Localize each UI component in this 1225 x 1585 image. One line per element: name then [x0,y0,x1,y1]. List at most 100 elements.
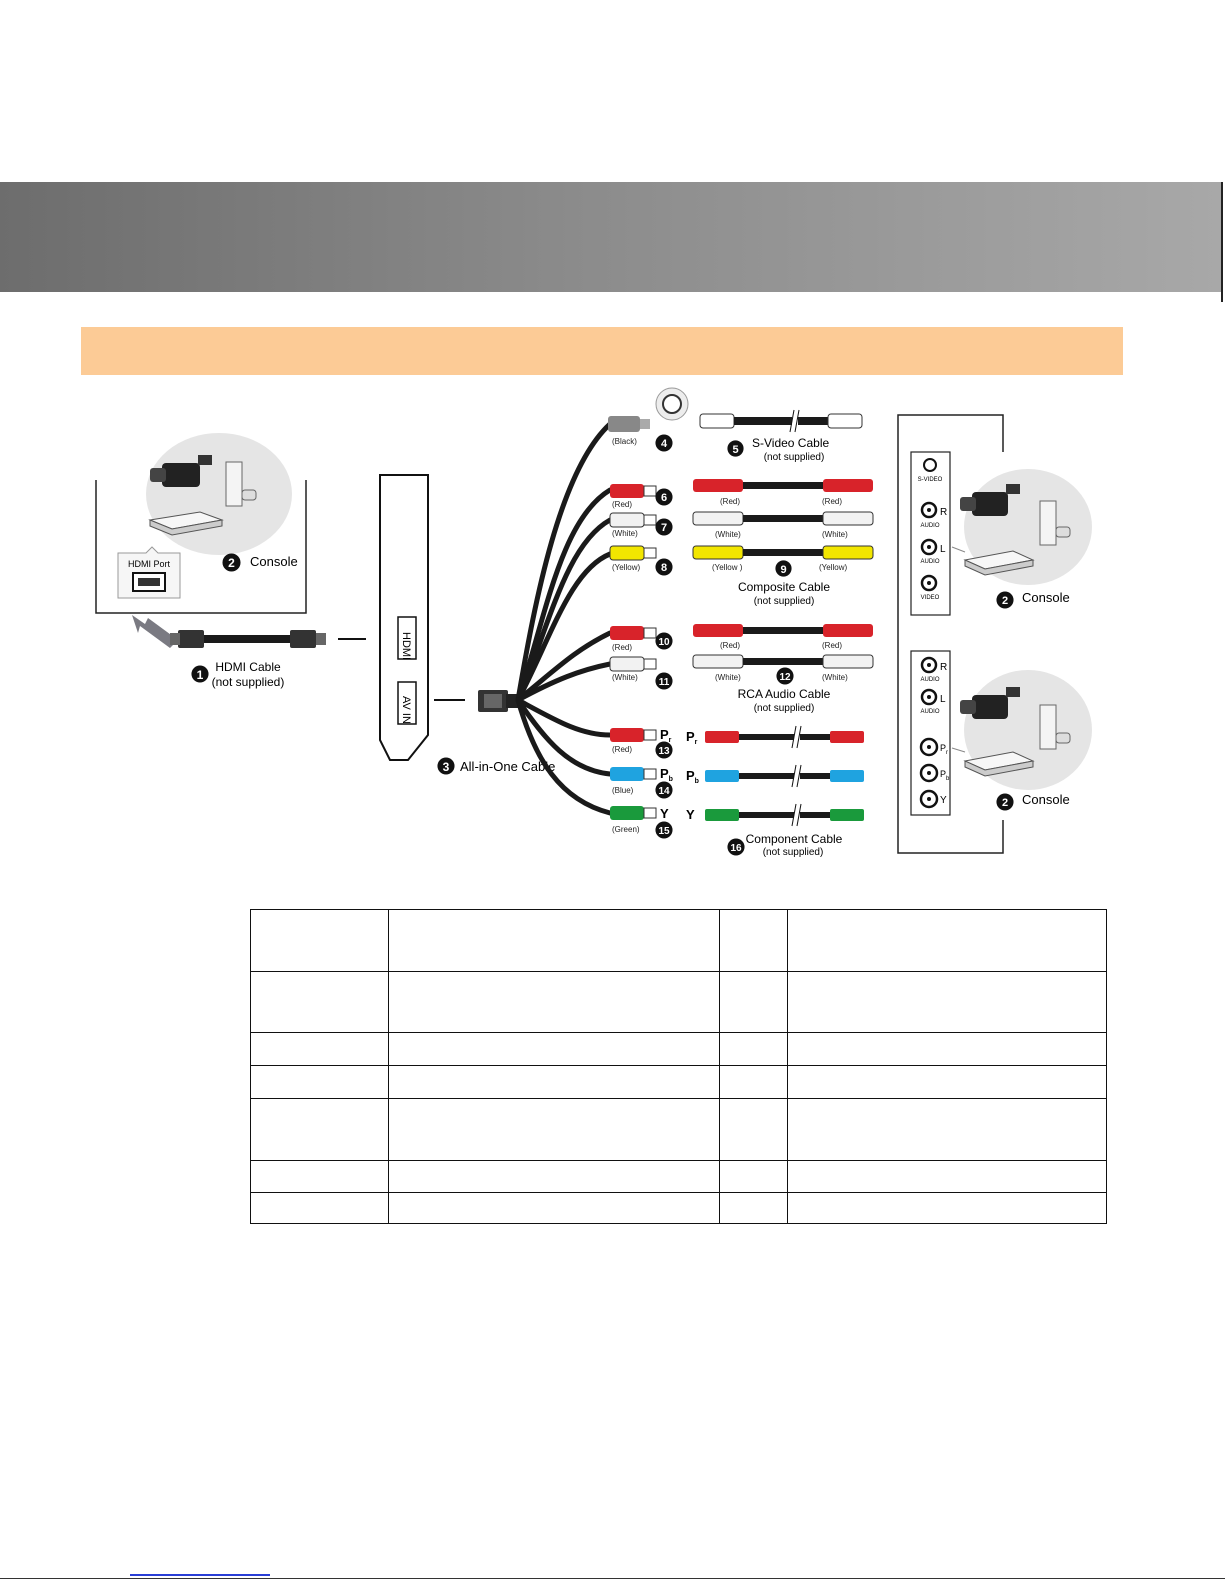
component-y-label: Y [686,807,695,822]
dvd-player-icon [963,751,1035,777]
dvd-player-icon [148,511,224,536]
upper-jack-panel: S-VIDEO R AUDIO L AUDIO VIDEO [910,451,951,616]
console-label-upper-right: Console [1022,590,1070,605]
pigtail-pr-label: Pr [660,727,672,744]
composite-red-right: (Red) [822,497,842,506]
badge-2-lower-right: 2 [1002,797,1008,809]
dvd-player-icon [963,550,1035,576]
table-row [250,909,1107,972]
color-label-black: (Black) [612,437,637,446]
table-cell [787,1192,1107,1224]
rca-white-left: (White) [715,673,741,682]
game-console-icon [225,461,257,507]
table-cell [250,1160,389,1193]
badge-10: 10 [658,637,670,648]
table-cell [250,1098,389,1161]
table-cell [388,1160,720,1193]
table-cell [719,971,788,1033]
right-console-frame [897,414,1004,854]
table-cell [787,1160,1107,1193]
table-cell [250,1192,389,1224]
red-pigtail-13 [610,728,657,742]
composite-cable-note: (not supplied) [754,596,815,607]
table-cell [388,1065,720,1099]
footer-link-underline[interactable] [130,1574,270,1576]
table-cell [388,1098,720,1161]
table-cell [719,1098,788,1161]
composite-white-left: (White) [715,530,741,539]
svideo-cable [699,409,863,433]
badge-16: 16 [730,843,742,854]
table-cell [250,1065,389,1099]
table-cell [388,971,720,1033]
badge-7: 7 [661,522,667,534]
panel-pb-label: Pb [940,769,950,782]
bracket-hdmi-label: HDMI [400,632,412,660]
component-pr-label: Pr [686,729,698,746]
composite-cable-label: Composite Cable [738,580,830,594]
hdmi-cable-label: HDMI Cable [215,660,281,674]
color-label-blue-14: (Blue) [612,786,634,795]
lower-jack-panel: R AUDIO L AUDIO Pr Pb Y [910,650,951,816]
lower-l-audio-label: AUDIO [920,709,939,715]
table-cell [388,909,720,972]
white-pigtail-7 [609,512,657,528]
upper-l-label: L [940,544,946,555]
badge-6: 6 [661,492,667,504]
badge-3: 3 [443,760,450,774]
table-row [250,1098,1107,1161]
table-cell [250,909,389,972]
badge-9: 9 [780,564,786,576]
component-cable [705,725,864,827]
table-row [250,1160,1107,1193]
badge-2-left: 2 [228,556,235,570]
composite-yellow-right: (Yellow) [819,563,847,572]
all-in-one-connector [478,690,520,712]
table-cell [787,1065,1107,1099]
table-cell [719,1160,788,1193]
table-cell [787,971,1107,1033]
header-band [0,182,1223,292]
badge-4: 4 [661,438,668,450]
badge-13: 13 [658,746,670,757]
composite-yellow-left: (Yellow ) [712,563,743,572]
game-console-icon [1039,704,1071,750]
color-label-red-10: (Red) [612,643,632,652]
table-cell [719,1065,788,1099]
blue-pigtail-14 [610,767,657,781]
panel-y-label: Y [940,795,947,806]
left-console-group: HDMI Port 2 Console [95,433,307,648]
svideo-jack-label: S-VIDEO [918,477,943,483]
table-cell [787,1032,1107,1066]
badge-5: 5 [732,444,738,456]
camcorder-icon [960,484,1020,516]
svideo-cable-note: (not supplied) [764,452,825,463]
badge-8: 8 [661,562,667,574]
video-jack-label: VIDEO [921,595,940,601]
table-cell [250,1032,389,1066]
rca-red-right: (Red) [822,641,842,650]
table-cell [787,909,1107,972]
upper-r-audio-label: AUDIO [920,523,939,529]
color-label-white-7: (White) [612,529,638,538]
badge-11: 11 [659,677,670,688]
capture-card-bracket: HDMI AV IN [379,474,429,761]
component-cable-note: (not supplied) [763,847,824,858]
console-label-left: Console [250,554,298,569]
red-pigtail-6 [610,484,657,498]
lower-right-console-group: 2 Console [951,670,1092,811]
rca-audio-cable [692,624,874,669]
rca-white-right: (White) [822,673,848,682]
component-pb-label: Pb [686,768,699,785]
hdmi-cable [170,630,366,648]
connection-diagram: HDMI Port 2 Console 1 HDMI Cable (not su… [95,387,1092,858]
table-row [250,1032,1107,1066]
upper-r-label: R [940,507,947,518]
table-cell [719,1032,788,1066]
white-pigtail-11 [609,656,657,672]
lower-r-audio-label: AUDIO [920,677,939,683]
table-cell [787,1098,1107,1161]
red-pigtail-10 [610,626,657,640]
rca-red-left: (Red) [720,641,740,650]
table-row [250,971,1107,1033]
